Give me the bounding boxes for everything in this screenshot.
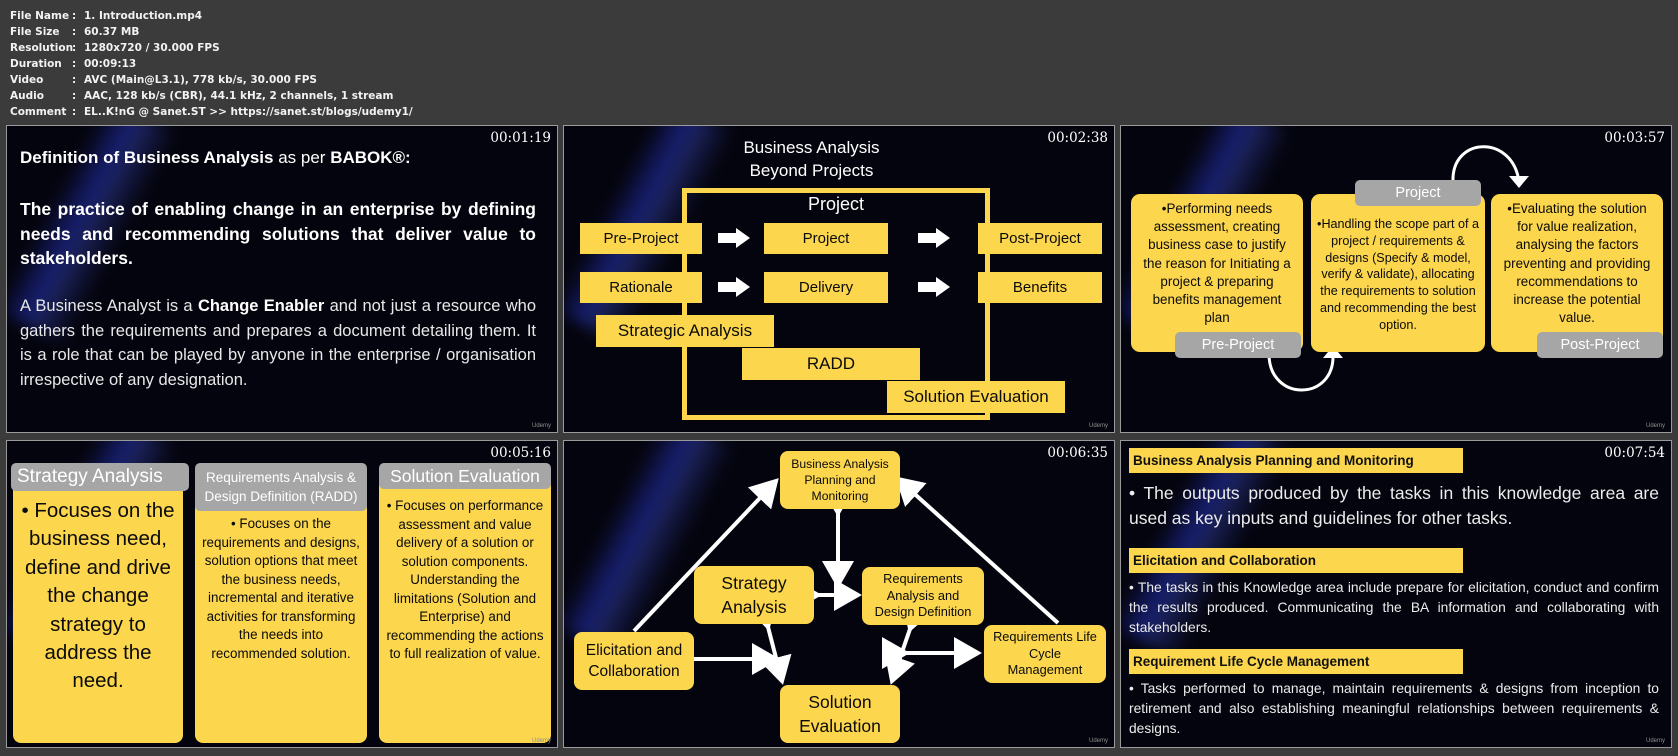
udemy-watermark: Udemy — [1088, 423, 1108, 429]
thumbnail-3[interactable]: 00:03:57 •Performing needs assessment, c… — [1120, 125, 1672, 433]
text-elicitation-collaboration: • The tasks in this Knowledge area inclu… — [1129, 580, 1659, 635]
card-post-project: •Evaluating the solution for value reali… — [1491, 194, 1663, 352]
timestamp: 00:01:19 — [490, 130, 551, 146]
card-project: •Handling the scope part of a project / … — [1311, 194, 1485, 352]
arrow-right-icon — [918, 228, 950, 248]
timestamp: 00:05:16 — [490, 445, 551, 461]
udemy-watermark: Udemy — [531, 423, 551, 429]
arrow-elicitation-to-planning — [632, 478, 779, 633]
meta-row-file-name: File Name:1. Introduction.mp4 — [10, 10, 203, 22]
flow-arrows — [718, 228, 950, 297]
arrow-strategy-evaluation — [746, 599, 792, 685]
slide-title: Business Analysis Beyond Projects — [743, 138, 880, 180]
label-post-project: Post-Project — [1537, 332, 1663, 358]
udemy-watermark: Udemy — [1645, 738, 1665, 744]
step-radd: RADD — [742, 348, 920, 380]
arrow-lifecycle-to-planning — [895, 476, 1060, 625]
meta-row-audio: Audio:AAC, 128 kb/s (CBR), 44.1 kHz, 2 c… — [10, 90, 394, 102]
box-post-project: Post-Project — [978, 223, 1102, 254]
header-solution-evaluation: Solution Evaluation — [379, 463, 551, 489]
knowledge-area-connectors — [632, 476, 1060, 685]
timestamp: 00:03:57 — [1604, 130, 1665, 146]
label-pre-project: Pre-Project — [1175, 332, 1301, 358]
meta-row-comment: Comment:EL..K!nG @ Sanet.ST >> https://s… — [10, 106, 413, 118]
column-strategy-analysis: • Focuses on the business need, define a… — [13, 463, 183, 743]
card-pre-project: •Performing needs assessment, creating b… — [1131, 194, 1303, 352]
timestamp: 00:07:54 — [1604, 445, 1665, 461]
arrow-right-icon — [918, 277, 950, 297]
box-pre-project: Pre-Project — [580, 223, 702, 254]
udemy-watermark: Udemy — [1088, 738, 1108, 744]
project-frame-label: Project — [807, 194, 865, 214]
arrowhead-icon — [1509, 176, 1529, 188]
meta-row-resolution: Resolution:1280x720 / 30.000 FPS — [10, 42, 220, 54]
timestamp: 00:02:38 — [1047, 130, 1108, 146]
box-project: Project — [764, 223, 888, 254]
label-project: Project — [1355, 180, 1481, 206]
box-delivery: Delivery — [764, 272, 888, 303]
timestamp: 00:06:35 — [1047, 445, 1108, 461]
curved-arrow-icon — [1451, 145, 1521, 183]
arrow-right-icon — [718, 228, 750, 248]
heading-elicitation-collaboration: Elicitation and Collaboration — [1129, 548, 1463, 573]
text-requirement-lifecycle: • Tasks performed to manage, maintain re… — [1129, 681, 1659, 736]
definition-text: The practice of enabling change in an en… — [20, 199, 536, 268]
heading-ba-planning-monitoring: Business Analysis Planning and Monitorin… — [1129, 448, 1463, 473]
meta-row-duration: Duration:00:09:13 — [10, 58, 137, 70]
step-strategic-analysis: Strategic Analysis — [596, 315, 774, 347]
arrowhead-icon — [1323, 346, 1343, 358]
cycle-arrows — [1267, 145, 1529, 392]
udemy-watermark: Udemy — [1645, 423, 1665, 429]
step-solution-evaluation: Solution Evaluation — [887, 381, 1065, 413]
thumbnail-6[interactable]: 00:07:54 Business Analysis Planning and … — [1120, 440, 1672, 748]
slide-title: Definition of Business Analysis as per B… — [20, 148, 411, 167]
udemy-watermark: Udemy — [531, 738, 551, 744]
box-benefits: Benefits — [978, 272, 1102, 303]
thumbnail-1[interactable]: 00:01:19 Definition of Business Analysis… — [6, 125, 558, 433]
body-text: A Business Analyst is a Change Enabler a… — [20, 297, 536, 389]
box-rationale: Rationale — [580, 272, 702, 303]
meta-row-file-size: File Size:60.37 MB — [10, 26, 140, 38]
text-ba-planning-monitoring: • The outputs produced by the tasks in t… — [1129, 483, 1659, 528]
arrow-right-icon — [718, 277, 750, 297]
meta-row-video: Video:AVC (Main@L3.1), 778 kb/s, 30.000 … — [10, 74, 317, 86]
heading-requirement-lifecycle: Requirement Life Cycle Management — [1129, 649, 1463, 674]
column-solution-evaluation: • Focuses on performance assessment and … — [379, 463, 551, 743]
curved-arrow-icon — [1267, 353, 1335, 392]
header-strategy-analysis: Strategy Analysis — [11, 463, 189, 491]
thumbnail-2[interactable]: 00:02:38 Business Analysis Beyond Projec… — [563, 125, 1115, 433]
thumbnail-4[interactable]: 00:05:16 • Focuses on the business need,… — [6, 440, 558, 748]
project-frame — [682, 188, 990, 420]
file-metadata: File Name:1. Introduction.mp4 File Size:… — [10, 8, 413, 120]
header-radd: Requirements Analysis & Design Definitio… — [195, 463, 367, 511]
